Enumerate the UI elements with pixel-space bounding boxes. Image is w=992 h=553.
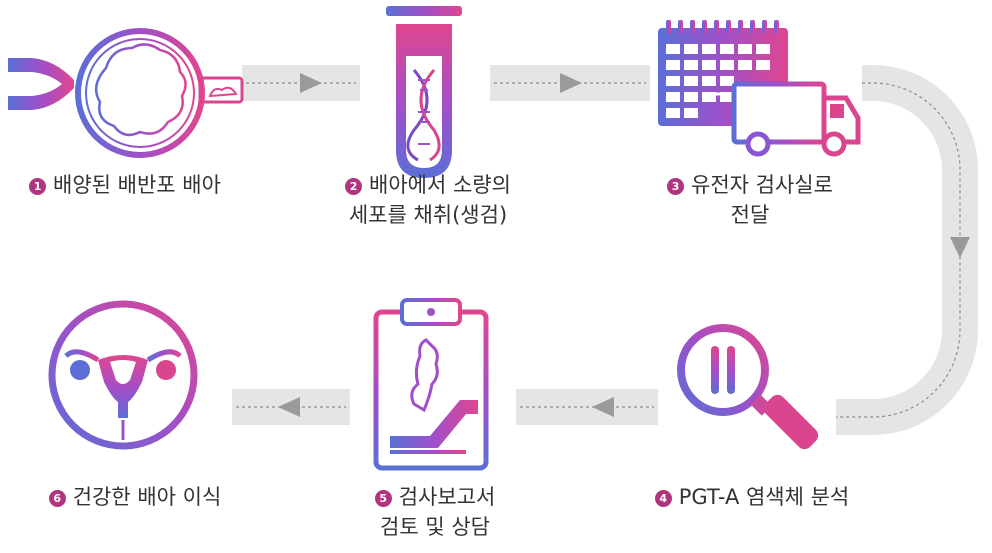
step-number-badge: 5	[374, 490, 392, 507]
calendar-delivery-truck-icon	[658, 20, 861, 157]
arrow-right-icon	[560, 73, 582, 93]
connector-1-2	[242, 65, 360, 101]
arrow-left-icon	[278, 397, 300, 417]
connector-5-6	[232, 389, 350, 425]
step-number-badge: 4	[654, 490, 672, 507]
connector-3-4	[836, 65, 978, 435]
step-number-badge: 2	[345, 178, 363, 195]
blastocyst-biopsy-icon	[8, 28, 244, 158]
connector-4-5	[516, 389, 658, 425]
arrow-right-icon	[300, 73, 322, 93]
step-number-badge: 6	[48, 490, 66, 507]
step-number-badge: 3	[667, 178, 685, 195]
chromosome-magnifier-icon	[677, 324, 819, 450]
connector-2-3	[490, 65, 650, 101]
dna-test-tube-icon	[386, 6, 462, 178]
arrow-down-icon	[950, 237, 970, 258]
pregnancy-report-clipboard-icon	[373, 298, 489, 471]
arrow-left-icon	[592, 397, 614, 417]
step-number-badge: 1	[29, 178, 47, 195]
uterus-icon	[48, 300, 198, 450]
